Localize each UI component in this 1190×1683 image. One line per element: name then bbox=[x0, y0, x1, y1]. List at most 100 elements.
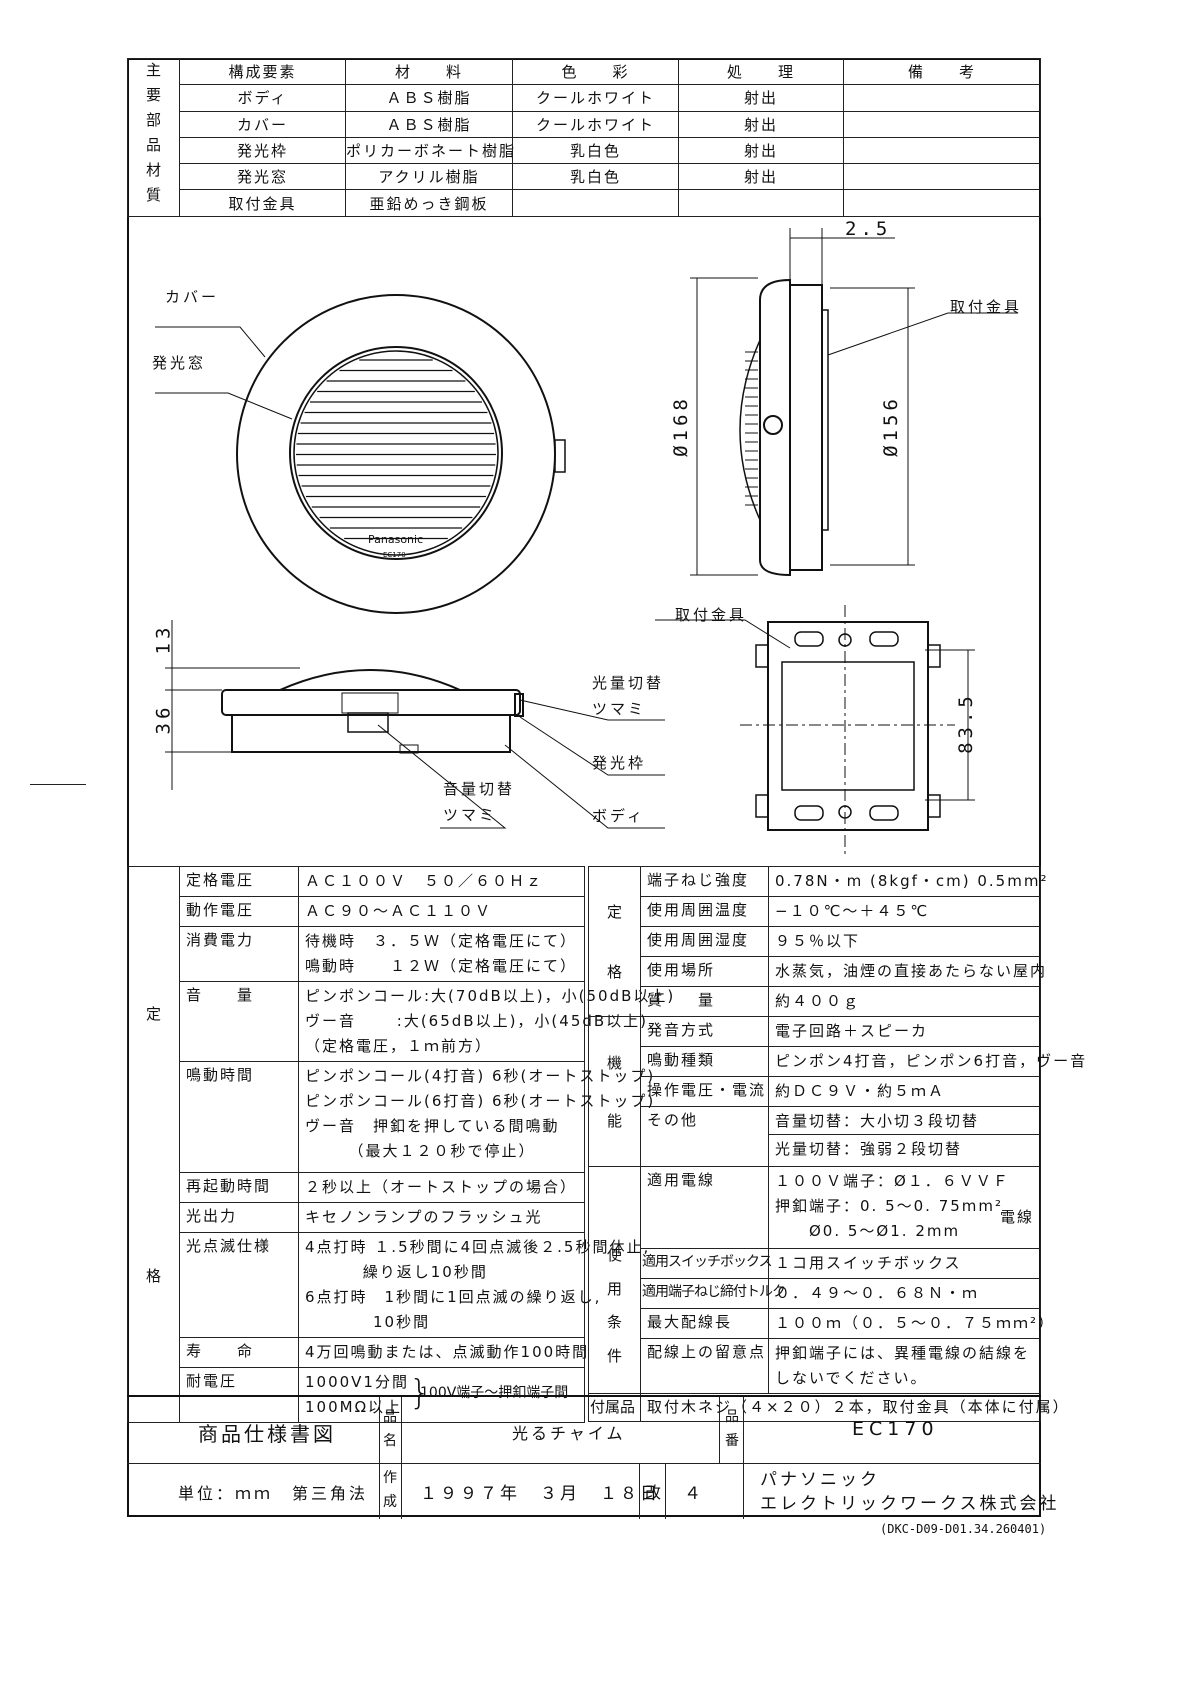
value-line: 約ＤＣ９Ｖ・約５ｍＡ bbox=[775, 1082, 946, 1100]
spec-label: 光出力 bbox=[186, 1207, 238, 1225]
spec-label: 使用周囲温度 bbox=[647, 901, 750, 919]
value-line: 待機時 ３．５Ｗ（定格電圧にて） bbox=[305, 932, 578, 950]
spec-label: 耐電圧 bbox=[186, 1372, 238, 1390]
spec-label: 消費電力 bbox=[186, 931, 255, 949]
value-line: 鳴動時 １２Ｗ（定格電圧にて） bbox=[305, 957, 578, 975]
label-body: ボディ bbox=[592, 807, 645, 825]
header-cell: 構成要素 bbox=[179, 57, 346, 86]
spec-row: 使用周囲湿度 ９５％以下 bbox=[589, 926, 1041, 957]
value-note: 100V端子〜押釦端子間 bbox=[420, 1385, 569, 1401]
unit-projection: 単位：ｍｍ 第三角法 bbox=[178, 1484, 369, 1503]
material-cell bbox=[843, 163, 1041, 191]
value-line: ＡＣ９０〜ＡＣ１１０Ｖ bbox=[305, 902, 493, 920]
value-line: ピンポンコール:大(70dB以上)，小(50dB以上) bbox=[305, 987, 676, 1005]
accessory-row: 付属品取付木ネジ（４×２０）２本，取付金具（本体に付属） bbox=[588, 1393, 1068, 1422]
group-label: 定 bbox=[606, 903, 622, 922]
material-row: 取付金具亜鉛めっき鋼板 bbox=[128, 189, 1041, 217]
spec-label: 動作電圧 bbox=[186, 901, 255, 919]
material-cell bbox=[678, 189, 844, 217]
value-line: 音量切替：大小切３段切替 bbox=[775, 1112, 980, 1130]
rev-number: ４ bbox=[684, 1484, 704, 1504]
bottom-side-view bbox=[221, 669, 524, 754]
value-line: しないでください。 bbox=[775, 1369, 928, 1387]
spec-label: その他 bbox=[647, 1111, 699, 1129]
doc-type: 商品仕様書図 bbox=[198, 1422, 336, 1446]
footer-code: (DKC-D09-D01.34.260401) bbox=[880, 1522, 1047, 1536]
label-window: 発光窓 bbox=[152, 354, 207, 372]
spec-row: 消費電力 待機時 ３．５Ｗ（定格電圧にて） 鳴動時 １２Ｗ（定格電圧にて） bbox=[128, 926, 585, 982]
margin-mark bbox=[30, 784, 86, 785]
material-cell: ポリカーボネート樹脂 bbox=[345, 136, 514, 165]
header-cell: 材 料 bbox=[345, 57, 513, 86]
dim-168: Ø168 bbox=[669, 395, 692, 457]
material-cell: 乳白色 bbox=[512, 163, 679, 191]
material-cell: 乳白色 bbox=[512, 136, 679, 165]
material-cell: アクリル樹脂 bbox=[345, 163, 513, 191]
value-line: 押釦端子：0. 5〜0. 75mm² bbox=[775, 1197, 1004, 1215]
material-cell: ボディ bbox=[179, 84, 346, 112]
number-label: 品番 bbox=[725, 1409, 742, 1449]
spec-row: 音 量ピンポンコール:大(70dB以上)，小(50dB以上)ヴー音 :大(65d… bbox=[128, 981, 676, 1062]
spec-label: 質 量 bbox=[647, 991, 716, 1009]
material-row: 発光窓アクリル樹脂乳白色射出 bbox=[128, 163, 1041, 191]
spec-label: 鳴動種類 bbox=[647, 1051, 716, 1069]
spec-row: 使用場所水蒸気，油煙の直接あたらない屋内 bbox=[589, 956, 1045, 987]
accessory-value: 取付木ネジ（４×２０）２本，取付金具（本体に付属） bbox=[647, 1398, 1070, 1416]
value-line: １００Ｖ端子：Ø１．６ＶＶＦ bbox=[775, 1172, 1010, 1190]
value-line: 6点打時 1秒間に1回点滅の繰り返し, bbox=[305, 1288, 602, 1306]
group-label: 使 bbox=[606, 1246, 622, 1265]
group-label: 格 bbox=[606, 962, 622, 981]
spec-row: その他音量切替：大小切３段切替光量切替：強弱２段切替 bbox=[589, 1106, 1041, 1167]
dim-83-5: 83.5 bbox=[954, 692, 977, 754]
product-name: 光るチャイム bbox=[512, 1424, 626, 1443]
value-line: （最大１２０秒で停止） bbox=[305, 1142, 536, 1160]
spec-label: 使用場所 bbox=[647, 961, 716, 979]
spec-row: 操作電圧・電流約ＤＣ９Ｖ・約５ｍＡ bbox=[589, 1076, 1041, 1107]
spec-row: 鳴動種類ピンポン4打音，ピンポン6打音，ヴー音 bbox=[589, 1046, 1085, 1077]
value-line: ９５％以下 bbox=[775, 932, 861, 950]
leaders bbox=[155, 312, 1018, 829]
label-cover: カバー bbox=[165, 288, 220, 306]
material-cell: 射出 bbox=[678, 110, 844, 138]
label-volume-knob: 音量切替 bbox=[443, 780, 516, 798]
value-line: ２秒以上（オートストップの場合） bbox=[305, 1178, 578, 1196]
spec-label: 適用端子ねじ締付トルク bbox=[642, 1284, 786, 1300]
material-cell bbox=[843, 84, 1041, 112]
label-bracket: 取付金具 bbox=[950, 298, 1023, 316]
value-line: ピンポンコール(4打音) 6秒(オートストップ) bbox=[305, 1067, 656, 1085]
material-cell: 亜鉛めっき鋼板 bbox=[345, 189, 513, 217]
value-line: −１０℃〜＋４５℃ bbox=[775, 902, 930, 920]
label-frame: 発光枠 bbox=[592, 754, 647, 772]
value-line: １コ用スイッチボックス bbox=[775, 1254, 962, 1272]
spec-label: 適用電線 bbox=[647, 1171, 716, 1189]
group-label: 機 bbox=[606, 1054, 622, 1072]
material-cell: ＡＢＳ樹脂 bbox=[345, 110, 513, 138]
spec-label: 端子ねじ強度 bbox=[647, 871, 750, 889]
material-cell: 射出 bbox=[678, 163, 844, 191]
value-line: 100MΩ以上 bbox=[305, 1398, 403, 1416]
spec-label: 発音方式 bbox=[647, 1021, 716, 1039]
group-label: 能 bbox=[606, 1112, 622, 1130]
spec-row: 機能発音方式電子回路＋スピーカ bbox=[588, 1016, 1041, 1167]
spec-row: 光出力 キセノンランプのフラッシュ光 bbox=[128, 1202, 585, 1233]
value-line: Ø0. 5〜Ø1. 2mm bbox=[775, 1222, 961, 1240]
value-line: ０．４９〜０．６８Ｎ・ｍ bbox=[775, 1284, 980, 1302]
value-line: キセノンランプのフラッシュ光 bbox=[305, 1208, 543, 1226]
material-cell: 射出 bbox=[678, 84, 844, 112]
dimensions bbox=[165, 228, 975, 858]
value-line: （定格電圧，１ｍ前方） bbox=[305, 1037, 493, 1055]
spec-label: 使用周囲湿度 bbox=[647, 931, 750, 949]
bracket-view bbox=[755, 621, 941, 831]
spec-label: 寿 命 bbox=[186, 1342, 255, 1360]
material-cell: カバー bbox=[179, 110, 346, 138]
spec-label: 操作電圧・電流 bbox=[647, 1081, 767, 1099]
label-bracket-2: 取付金具 bbox=[675, 606, 748, 624]
made-label: 作成 bbox=[383, 1470, 400, 1510]
